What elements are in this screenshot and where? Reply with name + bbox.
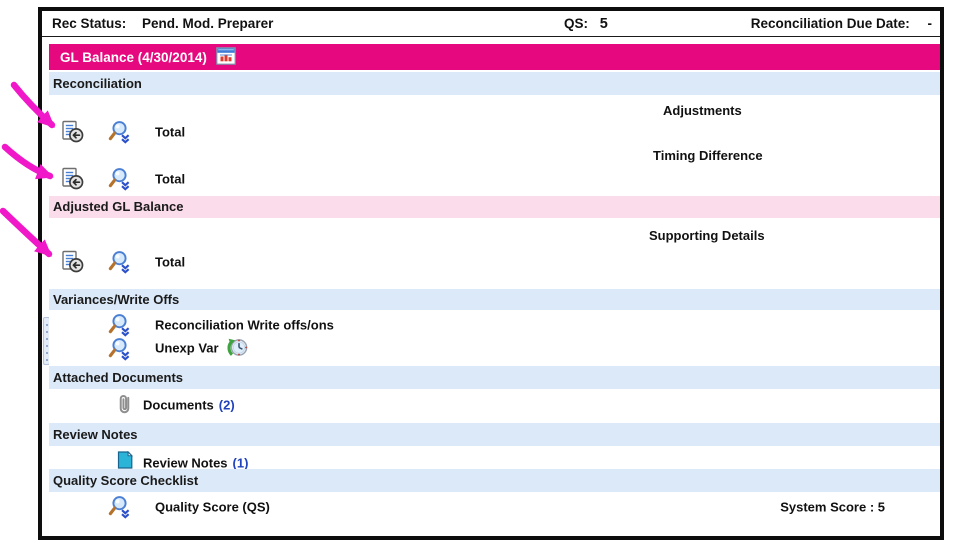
section-title: Variances/Write Offs bbox=[53, 292, 180, 307]
due-date-label: Reconciliation Due Date: bbox=[750, 16, 910, 31]
report-import-icon[interactable] bbox=[60, 250, 84, 273]
splitter-rail bbox=[42, 37, 50, 536]
status-bar: Rec Status: Pend. Mod. Preparer QS: 5 Re… bbox=[42, 11, 940, 37]
documents-row: Documents(2) bbox=[49, 392, 940, 418]
section-title: Reconciliation bbox=[53, 76, 142, 91]
reconciliation-total-row-1: Total bbox=[49, 119, 940, 145]
rec-status-group: Rec Status: Pend. Mod. Preparer bbox=[52, 11, 273, 36]
total-label: Total bbox=[155, 254, 186, 270]
report-import-icon[interactable] bbox=[60, 167, 84, 190]
section-header-adjusted-gl-balance: Adjusted GL Balance bbox=[49, 196, 940, 218]
report-import-icon[interactable] bbox=[60, 120, 84, 143]
paperclip-icon[interactable] bbox=[117, 393, 132, 416]
panel-content: GL Balance (4/30/2014) Reconciliation Ad… bbox=[49, 37, 940, 536]
section-title: Adjusted GL Balance bbox=[53, 199, 184, 214]
drilldown-search-icon[interactable] bbox=[107, 337, 132, 361]
note-page-icon[interactable] bbox=[117, 451, 133, 469]
documents-label: Documents(2) bbox=[143, 398, 235, 413]
qs-label: QS: bbox=[564, 16, 589, 31]
panel-title: GL Balance (4/30/2014) bbox=[60, 49, 207, 65]
system-score-value: System Score : 5 bbox=[780, 499, 885, 515]
due-date-value: - bbox=[927, 16, 933, 31]
drilldown-search-icon[interactable] bbox=[107, 167, 132, 191]
section-body-reconciliation: Adjustments Total Timing Difference Tota… bbox=[49, 95, 940, 196]
calendar-chart-icon[interactable] bbox=[216, 47, 236, 65]
review-notes-text: Review Notes bbox=[143, 455, 228, 471]
qs-value: 5 bbox=[599, 16, 608, 32]
adjusted-gl-total-row: Total bbox=[49, 249, 940, 275]
section-title: Attached Documents bbox=[53, 370, 184, 385]
drilldown-search-icon[interactable] bbox=[107, 495, 132, 519]
section-body-variances: Reconciliation Write offs/ons Unexp Var bbox=[49, 310, 940, 366]
drilldown-search-icon[interactable] bbox=[107, 313, 132, 337]
panel-title-bar: GL Balance (4/30/2014) bbox=[49, 44, 940, 70]
section-header-quality-score: Quality Score Checklist bbox=[49, 469, 940, 492]
quality-score-row: Quality Score (QS) System Score : 5 bbox=[49, 494, 940, 520]
drilldown-search-icon[interactable] bbox=[107, 120, 132, 144]
rec-status-label: Rec Status: bbox=[52, 16, 127, 31]
documents-count-link[interactable]: (2) bbox=[218, 397, 235, 413]
unexp-var-label: Unexp Var bbox=[155, 340, 249, 359]
section-title: Review Notes bbox=[53, 427, 138, 442]
reconciliation-summary-window: Rec Status: Pend. Mod. Preparer QS: 5 Re… bbox=[38, 7, 944, 540]
section-header-attached-documents: Attached Documents bbox=[49, 366, 940, 389]
writeoffs-label: Reconciliation Write offs/ons bbox=[155, 317, 334, 333]
section-title: Quality Score Checklist bbox=[53, 473, 199, 488]
reconciliation-total-row-2: Total bbox=[49, 166, 940, 192]
total-label: Total bbox=[155, 171, 186, 187]
timing-difference-label: Timing Difference bbox=[653, 148, 763, 163]
supporting-details-label: Supporting Details bbox=[649, 228, 765, 243]
section-body-attached-documents: Documents(2) bbox=[49, 389, 940, 423]
qs-group: QS: 5 bbox=[564, 11, 608, 36]
review-notes-row: Review Notes(1) bbox=[49, 450, 940, 476]
review-notes-label: Review Notes(1) bbox=[143, 456, 248, 471]
section-body-quality-score: Quality Score (QS) System Score : 5 bbox=[49, 492, 940, 525]
rec-status-value: Pend. Mod. Preparer bbox=[142, 16, 274, 31]
section-header-reconciliation: Reconciliation bbox=[49, 72, 940, 95]
due-date-group: Reconciliation Due Date: - bbox=[751, 11, 932, 36]
writeoffs-row: Reconciliation Write offs/ons bbox=[49, 312, 940, 338]
total-label: Total bbox=[155, 124, 186, 140]
unexp-var-text: Unexp Var bbox=[155, 340, 219, 356]
documents-text: Documents bbox=[143, 397, 214, 413]
section-body-adjusted-gl: Supporting Details Total bbox=[49, 218, 940, 289]
history-refresh-icon[interactable] bbox=[226, 337, 249, 359]
section-header-variances: Variances/Write Offs bbox=[49, 289, 940, 310]
unexp-var-row: Unexp Var bbox=[49, 336, 940, 362]
drilldown-search-icon[interactable] bbox=[107, 250, 132, 274]
section-header-review-notes: Review Notes bbox=[49, 423, 940, 446]
adjustments-label: Adjustments bbox=[663, 103, 742, 118]
review-notes-count-link[interactable]: (1) bbox=[232, 455, 249, 471]
quality-score-label: Quality Score (QS) bbox=[155, 499, 270, 515]
